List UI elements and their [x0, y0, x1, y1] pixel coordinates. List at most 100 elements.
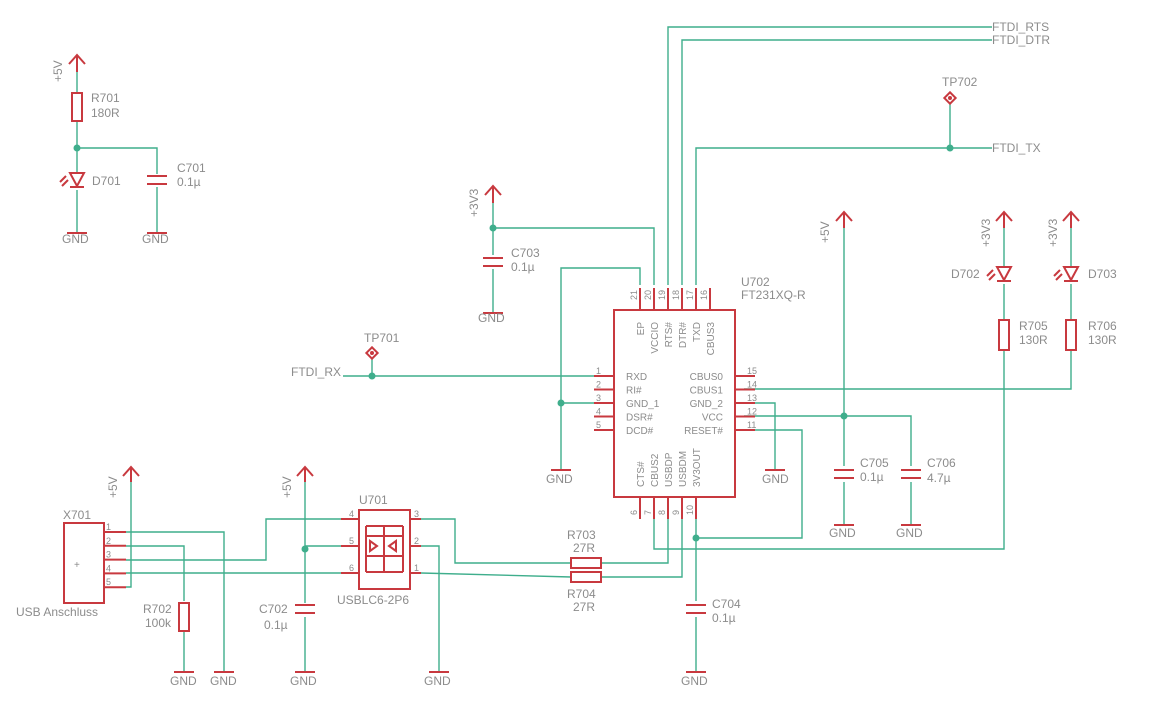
ic-pin-number: 13: [747, 393, 757, 403]
leds: D701 D702 D703: [59, 172, 1117, 283]
svg-text:C706: C706: [927, 456, 956, 470]
svg-text:R705: R705: [1019, 319, 1048, 333]
svg-text:GND: GND: [62, 232, 89, 246]
capacitor-c702: C702 0.1µ: [259, 602, 315, 632]
ic-pin-name: VCCIO: [650, 322, 661, 354]
ic-pin-name: USBDP: [664, 452, 675, 487]
ic-pin-name: CBUS0: [690, 372, 724, 383]
capacitor-c704: C704 0.1µ: [686, 597, 741, 625]
ic-pin-name: RI#: [626, 386, 642, 397]
svg-text:GND: GND: [896, 526, 923, 540]
connector-pin-number: 4: [106, 563, 111, 573]
ic-pin-name: DCD#: [626, 426, 654, 437]
p3v3-supply-icon: +3V3: [467, 184, 502, 217]
svg-text:GND: GND: [478, 311, 505, 325]
ic-pin-number: 1: [596, 366, 601, 376]
svg-text:+3V3: +3V3: [467, 188, 481, 217]
svg-text:R704: R704: [567, 587, 596, 601]
gnd-icon: GND: [142, 232, 169, 246]
p5v-supply-icon: +5V: [106, 465, 140, 498]
capacitor-c706: C706 4.7µ: [901, 456, 956, 485]
ic-pin-name: USBDM: [678, 451, 689, 487]
connector-pin-number: 5: [106, 577, 111, 587]
ic-pin-number: 12: [747, 407, 757, 417]
ic-pin-number: 11: [747, 420, 756, 430]
svg-text:D703: D703: [1088, 267, 1117, 281]
esd-pin-number: 2: [414, 536, 419, 546]
testpoint-tp701: TP701: [364, 331, 400, 361]
svg-text:R702: R702: [143, 602, 172, 616]
svg-text:USBLC6-2P6: USBLC6-2P6: [337, 593, 409, 607]
svg-text:D701: D701: [92, 174, 121, 188]
net-labels: FTDI_RTS FTDI_DTR FTDI_TX FTDI_RX: [291, 20, 1050, 379]
svg-text:GND: GND: [170, 674, 197, 688]
svg-text:GND: GND: [829, 526, 856, 540]
svg-text:0.1µ: 0.1µ: [712, 611, 736, 625]
capacitor-c703: C703 0.1µ: [483, 246, 540, 274]
ic-pin-name: DTR#: [678, 322, 689, 349]
ic-pin-number: 21: [629, 290, 639, 300]
capacitor-c705: C705 0.1µ: [834, 456, 889, 484]
ic-pin-number: 18: [671, 290, 681, 300]
svg-text:0.1µ: 0.1µ: [511, 260, 535, 274]
p5v-supply-icon: +5V: [51, 53, 86, 82]
svg-text:R706: R706: [1088, 319, 1117, 333]
svg-text:GND: GND: [290, 674, 317, 688]
svg-text:+3V3: +3V3: [979, 218, 993, 247]
gnd-icon: GND: [424, 671, 451, 688]
svg-text:0.1µ: 0.1µ: [264, 618, 288, 632]
connector-pin-number: 2: [106, 536, 111, 546]
ic-pin-name: EP: [636, 322, 647, 336]
resistor-r706: R706 130R: [1065, 319, 1117, 351]
svg-text:C703: C703: [511, 246, 540, 260]
p5v-supply-icon: +5V: [818, 210, 853, 243]
resistor-r703: R703 27R: [567, 528, 602, 569]
gnd-icon: GND: [546, 469, 573, 486]
gnd-icon: GND: [478, 311, 505, 325]
svg-text:+5V: +5V: [818, 221, 832, 243]
svg-text:U701: U701: [359, 493, 388, 507]
svg-text:+5V: +5V: [51, 60, 65, 82]
svg-text:130R: 130R: [1019, 333, 1048, 347]
ic-pin-number: 6: [629, 510, 639, 515]
esd-pin-number: 1: [414, 563, 419, 573]
resistor-r701: R701 180R: [71, 91, 120, 122]
resistors: R701 180R R702 100k R703 27R R704 27R R7…: [71, 91, 1117, 632]
net-label-tx: FTDI_TX: [992, 141, 1041, 155]
svg-text:R703: R703: [567, 528, 596, 542]
gnd-icon: GND: [762, 469, 789, 486]
ic-pin-name: CBUS1: [690, 386, 724, 397]
p3v3-supply-icon: +3V3: [979, 210, 1013, 247]
p5v-supply-icon: +5V: [280, 465, 314, 498]
esd-pin-number: 6: [349, 563, 354, 573]
ic-pin-name: GND_2: [690, 399, 724, 410]
ic-pin-name: RESET#: [684, 426, 723, 437]
svg-text:GND: GND: [424, 674, 451, 688]
junction-dots: [73, 144, 954, 553]
svg-text:C701: C701: [177, 161, 206, 175]
ic-pin-number: 9: [671, 510, 681, 515]
svg-text:X701: X701: [63, 508, 91, 522]
svg-text:130R: 130R: [1088, 333, 1117, 347]
ic-u702: 1RXD2RI#3GND_14DSR#5DCD#15CBUS014CBUS113…: [594, 275, 806, 519]
led-d703: D703: [1053, 266, 1117, 283]
resistor-r704: R704 27R: [567, 571, 602, 614]
gnd-icon: GND: [62, 232, 89, 246]
connector-pin-number: 1: [106, 522, 111, 532]
ic-pin-number: 5: [596, 420, 601, 430]
ic-pin-number: 16: [699, 290, 709, 300]
svg-text:GND: GND: [210, 674, 237, 688]
svg-text:C702: C702: [259, 602, 288, 616]
svg-text:C704: C704: [712, 597, 741, 611]
gnd-icon: GND: [170, 671, 197, 688]
ic-pin-number: 17: [685, 290, 695, 300]
gnd-icon: GND: [896, 524, 923, 540]
svg-text:+5V: +5V: [280, 476, 294, 498]
svg-text:0.1µ: 0.1µ: [860, 470, 884, 484]
esd-pin-number: 4: [349, 509, 354, 519]
svg-text:D702: D702: [951, 267, 980, 281]
capacitors: C701 0.1µ C703 0.1µ C705 0.1µ C706 4.7µ …: [147, 161, 956, 632]
ground-symbols: GND GND GND GND GND GND GND GND GND GND …: [62, 232, 923, 688]
svg-text:0.1µ: 0.1µ: [177, 175, 201, 189]
ic-pin-name: CBUS3: [706, 322, 717, 356]
